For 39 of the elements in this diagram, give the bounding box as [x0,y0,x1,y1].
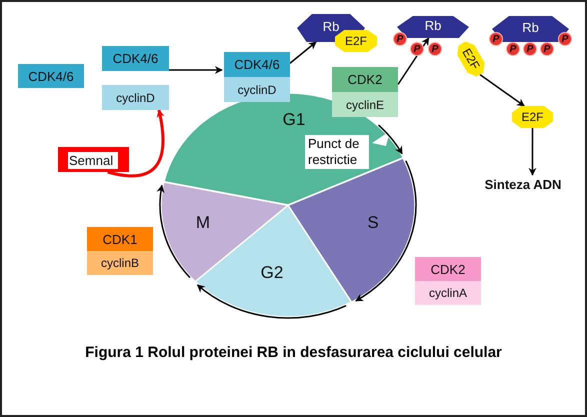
phosphate-circle: P [558,32,572,46]
cyclin-box: cyclinA [415,281,481,305]
phosphate-circle: P [410,42,424,56]
arrow [480,74,525,107]
signal-box: Semnal [58,147,129,172]
phosphate-circle: P [489,32,503,46]
arrow [378,124,403,154]
arrow [290,41,317,64]
arrow [397,37,430,85]
text-label: Punct de restrictie [305,135,369,169]
phosphate-circle: P [506,42,520,56]
figure-caption: Figura 1 Rolul proteinei RB in desfasurarea ciclului celular [84,344,503,361]
arrow [169,66,223,74]
kinase-box: CDK2 [415,257,481,281]
cyclin-box: cyclinE [332,92,398,117]
cyclin-box: cyclinB [87,251,153,275]
kinase-box: CDK2 [332,67,398,92]
phase-label: S [367,212,379,233]
arrow [528,128,536,176]
kinase-box: CDK4/6 [224,52,290,77]
cyclin-box: cyclinD [224,77,290,102]
kinase-box: CDK4/6 [102,46,169,71]
cyclin-box: cyclinD [102,85,169,110]
phase-wedge [161,182,288,282]
arrow [355,160,417,302]
phase-label: M [196,212,210,233]
kinase-box: CDK1 [87,227,153,251]
phase-label: G2 [260,263,284,283]
process-label: Sinteza ADN [480,175,566,193]
phase-label: G1 [282,110,306,130]
arrow [157,184,191,278]
phosphate-circle: P [428,42,442,56]
phase-wedge [195,205,352,317]
arrow [107,109,164,178]
phosphate-circle: P [523,42,537,56]
arrow [196,284,346,319]
kinase-box: CDK4/6 [18,64,84,88]
phosphate-circle: P [540,42,554,56]
phosphate-circle: P [393,32,407,46]
